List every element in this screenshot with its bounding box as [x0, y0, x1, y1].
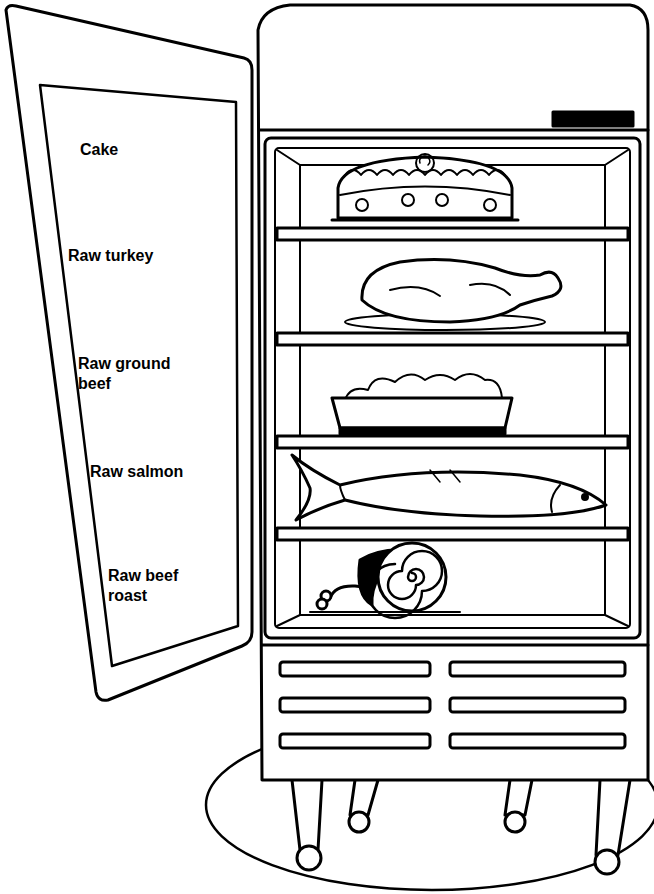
cake-illustration	[332, 154, 518, 220]
header-line	[260, 129, 648, 132]
ground-beef-illustration	[332, 374, 512, 434]
caster-legs	[292, 780, 630, 874]
salmon-illustration	[292, 455, 606, 520]
shelf-label: Raw beef roast	[108, 566, 196, 606]
vent-grille	[262, 645, 648, 748]
turkey-illustration	[345, 260, 561, 330]
shelf-label: Raw salmon	[90, 462, 230, 482]
door-panel	[40, 85, 238, 666]
back-wall	[277, 150, 628, 626]
beef-roast-illustration	[310, 543, 460, 618]
shelves	[277, 228, 628, 540]
cabinet-body	[258, 5, 648, 780]
glass-inner-frame	[275, 148, 630, 628]
shelf-label: Raw ground beef	[78, 354, 173, 394]
shelf-label: Cake	[80, 140, 200, 160]
open-door	[6, 6, 252, 701]
control-display	[553, 112, 633, 126]
glass-frame	[265, 138, 640, 638]
shelf-label: Raw turkey	[68, 246, 208, 266]
